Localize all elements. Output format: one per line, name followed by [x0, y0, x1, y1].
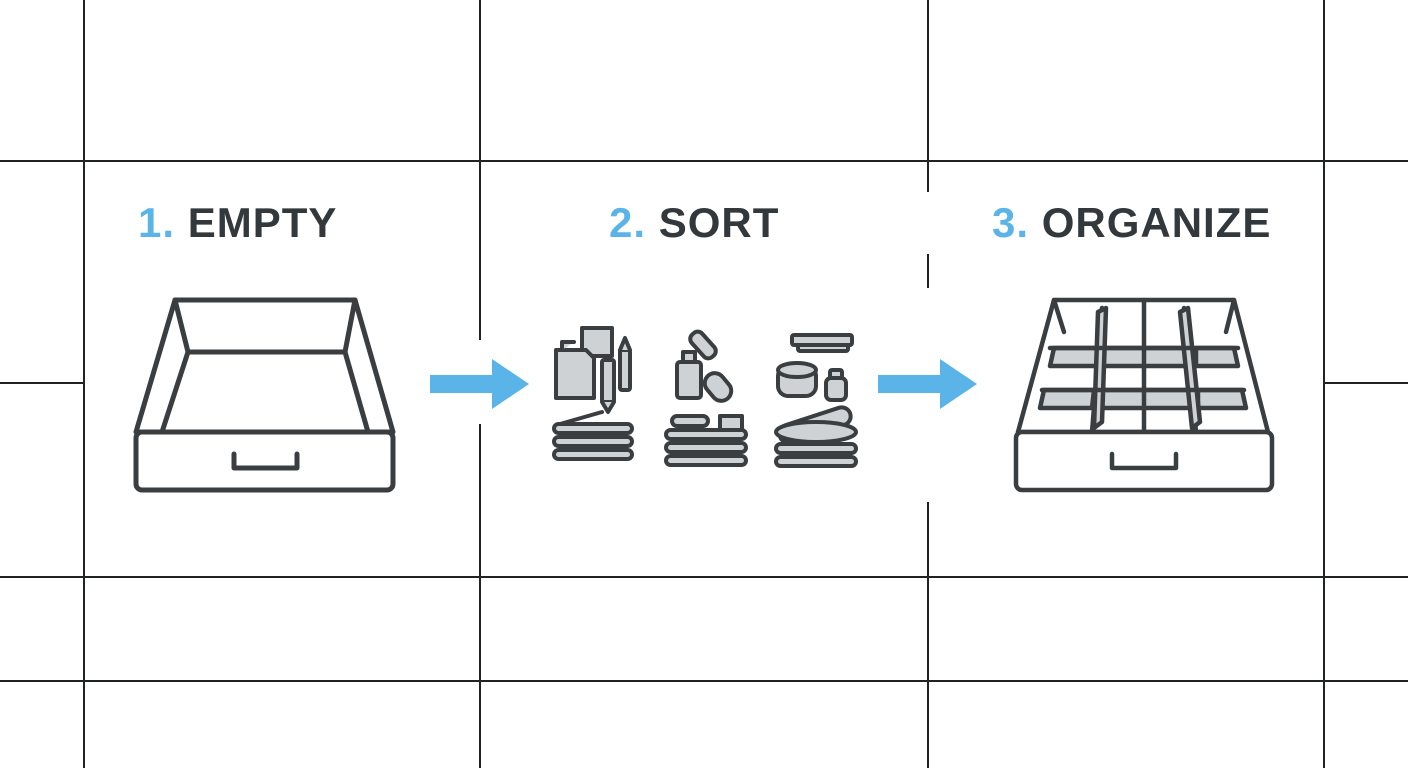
- bottles-and-boxes-group: [664, 329, 748, 467]
- grid-line: [1323, 0, 1325, 768]
- step-number: 3.: [992, 199, 1030, 246]
- arrow-right-icon: [878, 359, 977, 409]
- arrow-right-icon: [430, 359, 529, 409]
- step-label: EMPTY: [187, 199, 338, 246]
- step-number: 2.: [609, 199, 647, 246]
- grid-line: [0, 680, 1408, 682]
- empty-drawer-icon: [133, 297, 396, 493]
- grid-line: [1324, 382, 1408, 384]
- step-title-empty: 1. EMPTY: [138, 198, 337, 248]
- grid-line: [0, 576, 1408, 578]
- papers-and-pens-group: [552, 326, 634, 461]
- grid-line: [0, 382, 84, 384]
- sorted-items-icon: [552, 326, 858, 468]
- step-number: 1.: [138, 199, 176, 246]
- step-label: SORT: [658, 199, 780, 246]
- step-label: ORGANIZE: [1041, 199, 1272, 246]
- title-panel: [915, 192, 1315, 254]
- organized-drawer-icon: [1013, 297, 1275, 493]
- step-title-sort: 2. SORT: [609, 198, 779, 248]
- grid-line: [0, 160, 1408, 162]
- grid-line: [83, 0, 85, 768]
- step-title-organize: 3. ORGANIZE: [992, 198, 1271, 248]
- containers-and-rolls-group: [774, 333, 858, 468]
